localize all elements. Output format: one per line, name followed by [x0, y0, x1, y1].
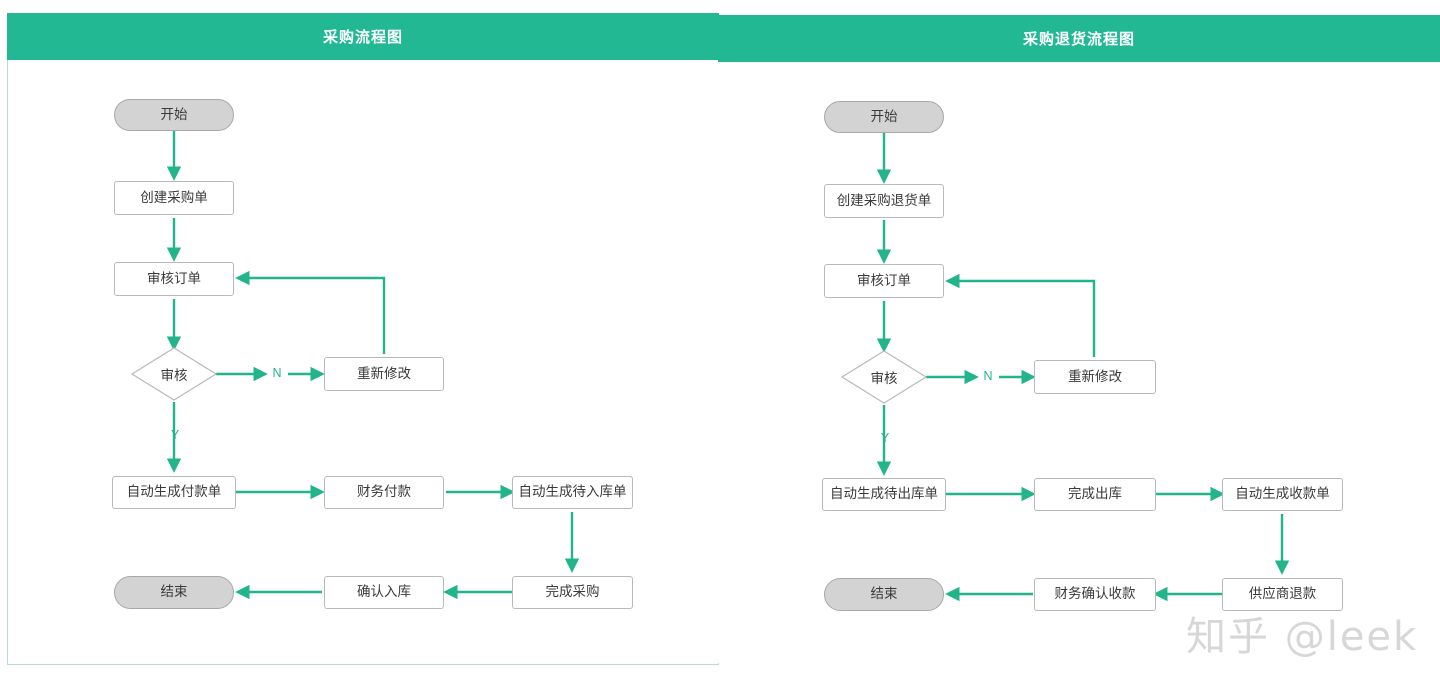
node-supplier-refund[interactable]: 供应商退款 — [1222, 578, 1343, 611]
node-finance-confirm-receipt[interactable]: 财务确认收款 — [1034, 578, 1156, 611]
node-remodify-right[interactable]: 重新修改 — [1034, 360, 1156, 394]
node-confirm-inbound[interactable]: 确认入库 — [324, 576, 444, 609]
panel-purchase-title: 采购流程图 — [7, 13, 719, 60]
node-generate-payment-order[interactable]: 自动生成付款单 — [112, 476, 236, 509]
panel-purchase-return-title: 采购退货流程图 — [718, 15, 1440, 62]
edge-label-yes-right: Y — [880, 431, 890, 445]
node-start-right[interactable]: 开始 — [824, 101, 944, 133]
node-end-right[interactable]: 结束 — [824, 578, 944, 611]
node-create-purchase-order[interactable]: 创建采购单 — [114, 181, 234, 215]
node-start-left[interactable]: 开始 — [114, 99, 234, 131]
node-generate-pending-inbound[interactable]: 自动生成待入库单 — [512, 476, 633, 509]
node-end-left[interactable]: 结束 — [114, 576, 234, 609]
node-finish-purchase[interactable]: 完成采购 — [512, 576, 633, 609]
node-review-order-left[interactable]: 审核订单 — [114, 262, 234, 296]
node-generate-pending-outbound[interactable]: 自动生成待出库单 — [822, 478, 946, 511]
node-audit-right[interactable]: 审核 — [870, 371, 898, 386]
node-review-order-right[interactable]: 审核订单 — [824, 264, 944, 298]
node-generate-receipt-order[interactable]: 自动生成收款单 — [1222, 478, 1343, 511]
node-finance-payment[interactable]: 财务付款 — [324, 476, 444, 509]
node-audit-left[interactable]: 审核 — [160, 368, 188, 383]
watermark: 知乎 @leek — [1186, 614, 1419, 660]
edge-label-no-right: N — [983, 369, 993, 383]
edge-label-no-left: N — [272, 366, 282, 380]
node-finish-outbound[interactable]: 完成出库 — [1034, 478, 1156, 511]
node-create-return-order[interactable]: 创建采购退货单 — [824, 184, 944, 218]
node-remodify-left[interactable]: 重新修改 — [324, 357, 444, 391]
edge-label-yes-left: Y — [170, 428, 180, 442]
